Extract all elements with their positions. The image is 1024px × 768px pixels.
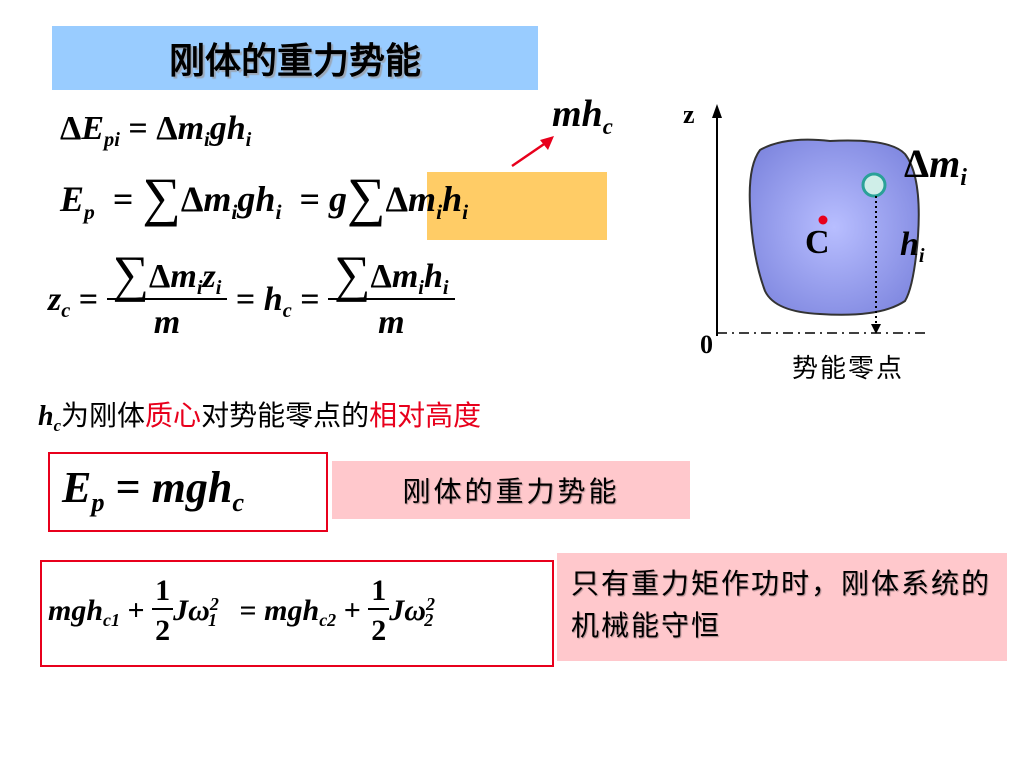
formula-ep-mghc: Ep = mghc [62,463,245,518]
delta-mi-label: Δmi [904,141,967,192]
formula-ep-sum: Ep = ∑Δmighi = g∑Δmihi [60,167,469,228]
hi-label: hi [900,226,925,268]
origin-label: 0 [700,330,713,359]
mass-element-circle [861,172,887,198]
center-of-mass-dot [818,215,828,225]
rigid-body-shape [748,138,920,316]
fraction-hc: ∑Δmihi m [328,250,455,342]
label-mhc: mhc [552,93,613,139]
statement-relative-height: 相对高度 [369,399,482,432]
conservation-caption: 只有重力矩作功时，刚体系统的机械能守恒 [557,553,1007,661]
title-banner: 刚体的重力势能 [52,26,538,90]
statement-part1: 为刚体 [61,399,146,432]
ep-caption: 刚体的重力势能 [332,461,690,519]
pointer-arrow [511,136,554,168]
formula-delta-epi: ΔEpi = Δmighi [60,110,252,152]
statement-center-of-mass: 质心 [145,399,202,432]
sum-highlight [427,172,607,240]
conservation-formula-box [40,560,554,667]
z-axis-label: z [683,100,695,129]
zero-point-label: 势能零点 [792,354,905,384]
ep-formula-box [48,452,328,532]
rigid-body-diagram [712,104,930,336]
center-label: C [805,224,830,261]
fraction-zc: ∑Δmizi m [106,250,228,342]
formula-zc-hc: zc = ∑Δmizi m = hc = ∑Δmihi m [48,250,455,342]
page-title: 刚体的重力势能 [168,41,421,82]
statement-part3: 对势能零点的 [201,399,370,432]
center-height-statement: hc为刚体质心对势能零点的相对高度 [38,399,482,435]
